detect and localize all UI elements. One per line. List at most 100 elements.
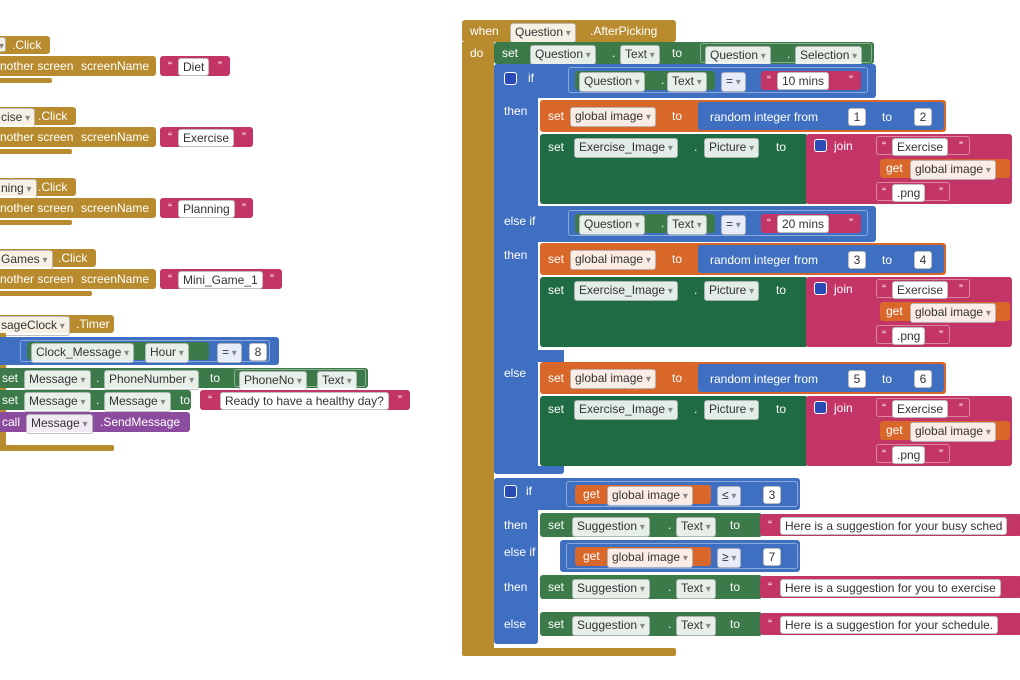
- random-integer-block-2[interactable]: random integer from 3 to 4: [698, 245, 944, 273]
- exercise-string-1[interactable]: “ Exercise ”: [876, 136, 970, 156]
- exercise-string-block[interactable]: “ Exercise ”: [160, 127, 253, 147]
- suggestion-busy-value[interactable]: Here is a suggestion for your busy sched: [780, 517, 1008, 535]
- set-message-block[interactable]: set Message . Message to: [0, 390, 191, 412]
- question-component-dropdown[interactable]: Question: [579, 215, 645, 235]
- equals-op-dropdown[interactable]: =: [721, 215, 746, 235]
- set-suggestion-block-c[interactable]: set Suggestion . Text to: [540, 612, 762, 636]
- set-exercise-picture-block-3[interactable]: set Exercise_Image . Picture to: [540, 396, 808, 466]
- set-global-image-block-1[interactable]: set global image to random integer from …: [540, 100, 946, 132]
- random-to-value[interactable]: 2: [914, 108, 932, 126]
- text-property-dropdown[interactable]: Text: [676, 616, 716, 636]
- message-component-dropdown[interactable]: Message: [24, 392, 91, 412]
- if1-header[interactable]: if Question . Text = “ 10 mins ”: [494, 64, 876, 98]
- get-global-image-cond2[interactable]: get global image: [575, 547, 711, 568]
- call-send-message-block[interactable]: call Message .SendMessage: [0, 412, 190, 434]
- random-integer-block-3[interactable]: random integer from 5 to 6: [698, 364, 944, 392]
- set-question-text-block[interactable]: set Question . Text to Question . Select…: [494, 42, 874, 66]
- if2-compare-block-2[interactable]: get global image ≥ 7: [566, 543, 798, 569]
- elseif1-header[interactable]: else if Question . Text = “ 20 mins ”: [494, 206, 876, 242]
- random-to-value[interactable]: 6: [914, 370, 932, 388]
- diet-string-value[interactable]: Diet: [178, 58, 210, 76]
- cond2-value[interactable]: 7: [763, 548, 781, 566]
- suggestion-string-block-a[interactable]: “ Here is a suggestion for your busy sch…: [760, 514, 1020, 536]
- message-property-dropdown[interactable]: Message: [104, 392, 171, 412]
- timer-component-dropdown[interactable]: sageClock: [0, 316, 70, 336]
- if-mutator-icon[interactable]: [504, 72, 517, 85]
- suggestion-string-block-c[interactable]: “ Here is a suggestion for your schedule…: [760, 613, 1020, 635]
- planning-open-screen-block[interactable]: nother screen screenName: [0, 198, 156, 218]
- games-click-event[interactable]: Games .Click: [0, 249, 96, 270]
- join-mutator-icon[interactable]: [814, 139, 827, 152]
- if2-elseif-header[interactable]: get global image ≥ 7: [560, 540, 800, 572]
- exercise-image-dropdown[interactable]: Exercise_Image: [574, 138, 678, 158]
- question-component-dropdown[interactable]: Question: [530, 45, 596, 65]
- after-picking-event[interactable]: when Question .AfterPicking: [462, 20, 676, 43]
- random-from-value[interactable]: 5: [848, 370, 866, 388]
- exercise-string-2[interactable]: “ Exercise ”: [876, 279, 970, 299]
- set-suggestion-block-a[interactable]: set Suggestion . Text to: [540, 513, 762, 537]
- join-block-2[interactable]: join “ Exercise ” get global image “ .pn…: [806, 277, 1012, 347]
- if1-compare-block[interactable]: Question . Text = “ 10 mins ”: [568, 67, 868, 93]
- get-global-image-3[interactable]: get global image: [880, 421, 1010, 442]
- games-string-block[interactable]: “ Mini_Game_1 ”: [160, 269, 282, 289]
- clock-message-dropdown[interactable]: Clock_Message: [31, 343, 135, 363]
- suggestion-component-dropdown[interactable]: Suggestion: [572, 579, 650, 599]
- random-integer-block-1[interactable]: random integer from 1 to 2: [698, 102, 944, 130]
- ready-string-value[interactable]: Ready to have a healthy day?: [220, 392, 389, 410]
- random-from-value[interactable]: 3: [848, 251, 866, 269]
- text-property-dropdown[interactable]: Text: [317, 371, 357, 391]
- join-mutator-icon[interactable]: [814, 282, 827, 295]
- exercise-string-value[interactable]: Exercise: [892, 138, 949, 156]
- message-component-dropdown[interactable]: Message: [26, 414, 93, 434]
- global-image-dropdown[interactable]: global image: [910, 160, 996, 180]
- planning-click-event[interactable]: ning .Click: [0, 178, 76, 199]
- global-image-dropdown[interactable]: global image: [910, 422, 996, 442]
- if-mutator-icon[interactable]: [504, 485, 517, 498]
- diet-open-screen-block[interactable]: nother screen screenName: [0, 56, 156, 76]
- twenty-mins-value[interactable]: 20 mins: [777, 215, 830, 233]
- timer-event[interactable]: sageClock .Timer: [0, 315, 114, 336]
- exercise-click-event[interactable]: cise .Click: [0, 107, 76, 128]
- selection-property-dropdown[interactable]: Selection: [795, 46, 863, 66]
- png-string-3[interactable]: “ .png ”: [876, 444, 950, 464]
- question-component-dropdown[interactable]: Question: [510, 23, 576, 43]
- picture-property-dropdown[interactable]: Picture: [704, 138, 760, 158]
- equals-op-dropdown[interactable]: =: [217, 343, 242, 363]
- if2-header[interactable]: if get global image ≤ 3: [494, 478, 800, 510]
- set-suggestion-block-b[interactable]: set Suggestion . Text to: [540, 575, 762, 599]
- global-image-dropdown[interactable]: global image: [607, 548, 693, 568]
- question-component-dropdown[interactable]: Question: [705, 46, 771, 66]
- random-to-value[interactable]: 4: [914, 251, 932, 269]
- elseif1-compare-block[interactable]: Question . Text = “ 20 mins ”: [568, 210, 868, 236]
- global-image-dropdown[interactable]: global image: [607, 486, 693, 506]
- hour-property-dropdown[interactable]: Hour: [145, 343, 189, 363]
- exercise-component-dropdown[interactable]: cise: [0, 108, 36, 128]
- greater-equal-op-dropdown[interactable]: ≥: [717, 548, 742, 568]
- exercise-string-3[interactable]: “ Exercise ”: [876, 398, 970, 418]
- png-string-value[interactable]: .png: [892, 184, 926, 202]
- global-image-dropdown[interactable]: global image: [570, 107, 656, 127]
- text-property-dropdown[interactable]: Text: [667, 215, 707, 235]
- set-global-image-block-2[interactable]: set global image to random integer from …: [540, 243, 946, 275]
- suggestion-string-block-b[interactable]: “ Here is a suggestion for you to exerci…: [760, 576, 1020, 598]
- random-from-value[interactable]: 1: [848, 108, 866, 126]
- diet-string-block[interactable]: “ Diet ”: [160, 56, 230, 76]
- suggestion-component-dropdown[interactable]: Suggestion: [572, 517, 650, 537]
- question-text-getter[interactable]: Question . Text: [575, 214, 715, 235]
- png-string-value[interactable]: .png: [892, 446, 926, 464]
- exercise-image-dropdown[interactable]: Exercise_Image: [574, 281, 678, 301]
- join-block-1[interactable]: join “ Exercise ” get global image “ .pn…: [806, 134, 1012, 204]
- get-global-image-1[interactable]: get global image: [880, 159, 1010, 180]
- text-property-dropdown[interactable]: Text: [676, 579, 716, 599]
- text-property-dropdown[interactable]: Text: [667, 72, 707, 92]
- diet-click-event[interactable]: .Click: [0, 36, 50, 54]
- exercise-string-value[interactable]: Exercise: [892, 400, 949, 418]
- png-string-1[interactable]: “ .png ”: [876, 182, 950, 202]
- games-open-screen-block[interactable]: nother screen screenName: [0, 269, 156, 289]
- set-exercise-picture-block-1[interactable]: set Exercise_Image . Picture to: [540, 134, 808, 204]
- message-component-dropdown[interactable]: Message: [24, 370, 91, 390]
- question-text-getter[interactable]: Question . Text: [575, 71, 715, 92]
- equals-op-dropdown[interactable]: =: [721, 72, 746, 92]
- question-selection-getter[interactable]: Question . Selection: [700, 43, 872, 66]
- clock-hour-getter[interactable]: Clock_Message . Hour: [27, 342, 209, 363]
